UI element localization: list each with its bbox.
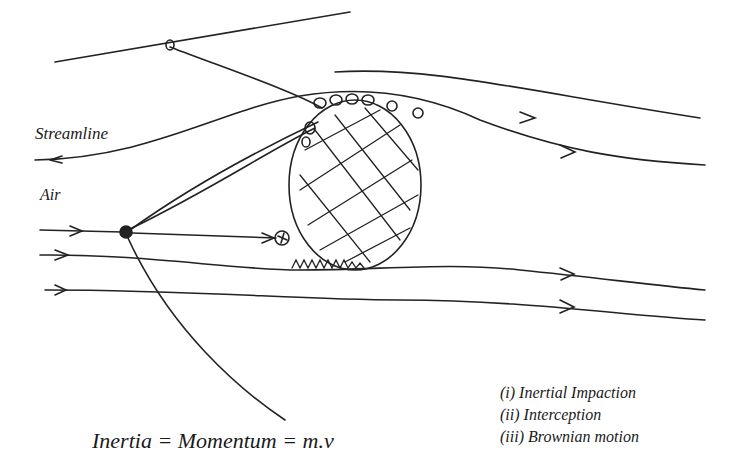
- leader-line: [128, 238, 285, 420]
- mechanism-item: (ii) Interception: [500, 406, 601, 424]
- arrow: [560, 145, 575, 158]
- streamline: [55, 12, 350, 62]
- air-label: Air: [40, 186, 60, 204]
- arrow: [560, 300, 574, 313]
- captured-particles: [302, 94, 423, 147]
- brownian-zigzag: [292, 260, 364, 268]
- particle: [275, 231, 289, 245]
- arrow: [262, 233, 274, 243]
- arrow: [560, 268, 574, 280]
- streamline: [45, 290, 705, 320]
- arrow: [55, 285, 66, 295]
- particle-hatch: [278, 233, 287, 243]
- inertia-note: Inertia = Momentum = m.v: [92, 428, 334, 453]
- streamline-label: Streamline: [35, 124, 108, 144]
- arrow: [55, 250, 68, 260]
- arrow: [50, 156, 62, 163]
- mechanism-item: (i) Inertial Impaction: [500, 384, 636, 402]
- particle-path: [170, 47, 322, 108]
- particle-path: [132, 233, 276, 238]
- mechanism-item: (iii) Brownian motion: [500, 428, 639, 446]
- particle: [120, 226, 132, 238]
- particle-path: [132, 128, 315, 228]
- fiber-hatch: [300, 108, 418, 262]
- streamline: [40, 255, 705, 290]
- arrow: [70, 226, 82, 236]
- fiber: [289, 100, 421, 270]
- arrow: [520, 112, 535, 123]
